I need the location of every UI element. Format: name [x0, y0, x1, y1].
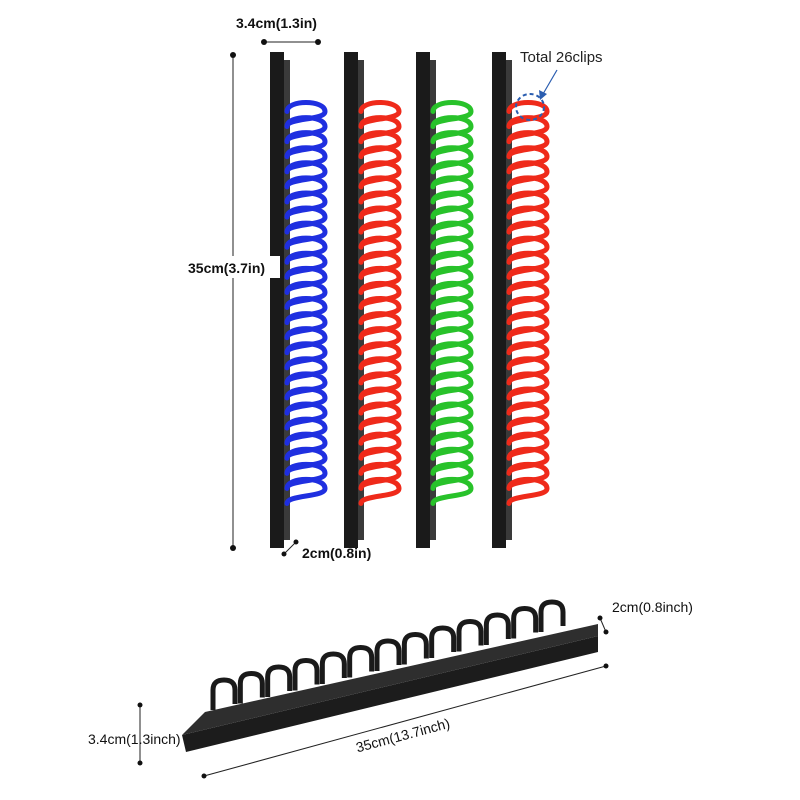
rail-back-4 [492, 52, 506, 548]
top-depth-dimension: 2cm(0.8in) [281, 539, 371, 561]
rail-clip-7 [374, 638, 402, 671]
rail-lip-1 [284, 60, 290, 540]
rail-back-2 [344, 52, 358, 548]
rail-clip-1 [210, 677, 238, 710]
rail-body [182, 636, 598, 752]
clip-highlight-circle [515, 93, 545, 121]
rail-clip-5 [319, 651, 347, 684]
rail-clip-9 [429, 625, 457, 658]
top-width-dimension: 3.4cm(1.3in) [236, 15, 321, 45]
spring-clip-red-4 [506, 100, 550, 507]
total-clips-callout: Total 26clips [515, 49, 603, 121]
bottom-depth-label: 2cm(0.8inch) [612, 599, 693, 615]
rail-top-face [182, 624, 598, 735]
bottom-depth-dimension: 2cm(0.8inch) [597, 599, 693, 635]
vertical-rails-group [270, 52, 550, 548]
rail-back-3 [416, 52, 430, 548]
rail-lip-4 [506, 60, 512, 540]
spring-clip-green-3 [430, 100, 474, 507]
total-clips-label: Total 26clips [520, 49, 603, 66]
rail-clip-2 [237, 670, 265, 704]
rail-clip-6 [347, 644, 375, 678]
rail-lip-2 [358, 60, 364, 540]
rail-lip-3 [430, 60, 436, 540]
top-depth-label: 2cm(0.8in) [302, 545, 371, 561]
rail-clip-8 [401, 631, 429, 665]
height-label: 35cm(3.7in) [188, 260, 265, 276]
rail-clip-3 [265, 664, 293, 697]
rail-clip-11 [483, 612, 511, 645]
spring-clip-blue-1 [284, 100, 328, 507]
rail-clip-13 [538, 599, 566, 632]
top-width-label: 3.4cm(1.3in) [236, 15, 317, 31]
bottom-height-label: 3.4cm(1.3inch) [88, 731, 181, 747]
bottom-height-dimension: 3.4cm(1.3inch) [88, 702, 181, 766]
height-dimension: 35cm(3.7in) [186, 52, 280, 551]
rail-clip-4 [292, 657, 320, 691]
rail-clip-12 [511, 605, 539, 639]
rail-back-1 [270, 52, 284, 548]
horizontal-rail-with-clips [182, 599, 598, 752]
spring-clip-red-2 [358, 100, 402, 507]
rail-clip-10 [456, 618, 484, 652]
